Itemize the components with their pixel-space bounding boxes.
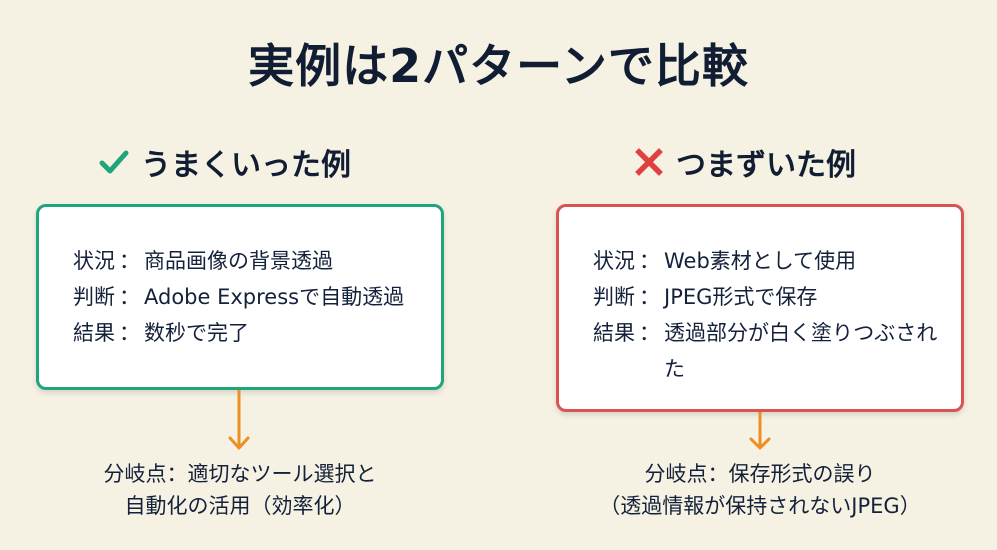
check-icon (97, 145, 131, 179)
failure-row-decision: 判断 ： JPEG形式で保存 (593, 279, 941, 315)
row-value: Adobe Expressで自動透過 (144, 285, 405, 309)
row-separator: ： (639, 285, 660, 309)
row-value: 透過部分が白く塗りつぶされた (664, 321, 938, 381)
row-label: 状況 (593, 249, 635, 273)
row-label: 結果 (593, 321, 635, 345)
success-card: 状況 ： 商品画像の背景透過 判断 ： Adobe Expressで自動透過 結… (36, 204, 444, 390)
down-arrow-icon (227, 390, 251, 452)
down-arrow-icon (748, 412, 772, 452)
row-separator: ： (119, 285, 140, 309)
row-label: 判断 (73, 285, 115, 309)
row-value: JPEG形式で保存 (664, 285, 818, 309)
page-title: 実例は2パターンで比較 (248, 39, 749, 93)
success-heading-text: うまくいった例 (141, 148, 351, 183)
failure-branch-point: 分岐点：保存形式の誤り （透過情報が保持されないJPEG） (560, 458, 960, 522)
branch-line: 分岐点：保存形式の誤り (644, 462, 876, 486)
success-branch-point: 分岐点：適切なツール選択と 自動化の活用（効率化） (40, 458, 440, 522)
failure-row-result: 結果 ： 透過部分が白く塗りつぶされた (593, 315, 941, 387)
failure-card: 状況 ： Web素材として使用 判断 ： JPEG形式で保存 結果 ： 透過部分… (556, 204, 964, 412)
cross-icon (632, 145, 666, 179)
branch-line: 分岐点：適切なツール選択と (103, 462, 377, 486)
success-row-result: 結果 ： 数秒で完了 (73, 315, 421, 351)
row-separator: ： (639, 321, 660, 345)
row-label: 結果 (73, 321, 115, 345)
row-label: 判断 (593, 285, 635, 309)
branch-line: （透過情報が保持されないJPEG） (599, 494, 921, 518)
failure-row-situation: 状況 ： Web素材として使用 (593, 243, 941, 279)
success-heading: うまくいった例 (97, 140, 351, 184)
branch-line: 自動化の活用（効率化） (124, 494, 356, 518)
failure-heading: つまずいた例 (632, 140, 856, 184)
row-value: 商品画像の背景透過 (144, 249, 333, 273)
row-separator: ： (119, 249, 140, 273)
row-separator: ： (639, 249, 660, 273)
row-value: 数秒で完了 (144, 321, 249, 345)
failure-heading-text: つまずいた例 (676, 148, 856, 183)
row-value: Web素材として使用 (664, 249, 857, 273)
success-row-situation: 状況 ： 商品画像の背景透過 (73, 243, 421, 279)
row-separator: ： (119, 321, 140, 345)
success-row-decision: 判断 ： Adobe Expressで自動透過 (73, 279, 421, 315)
row-label: 状況 (73, 249, 115, 273)
